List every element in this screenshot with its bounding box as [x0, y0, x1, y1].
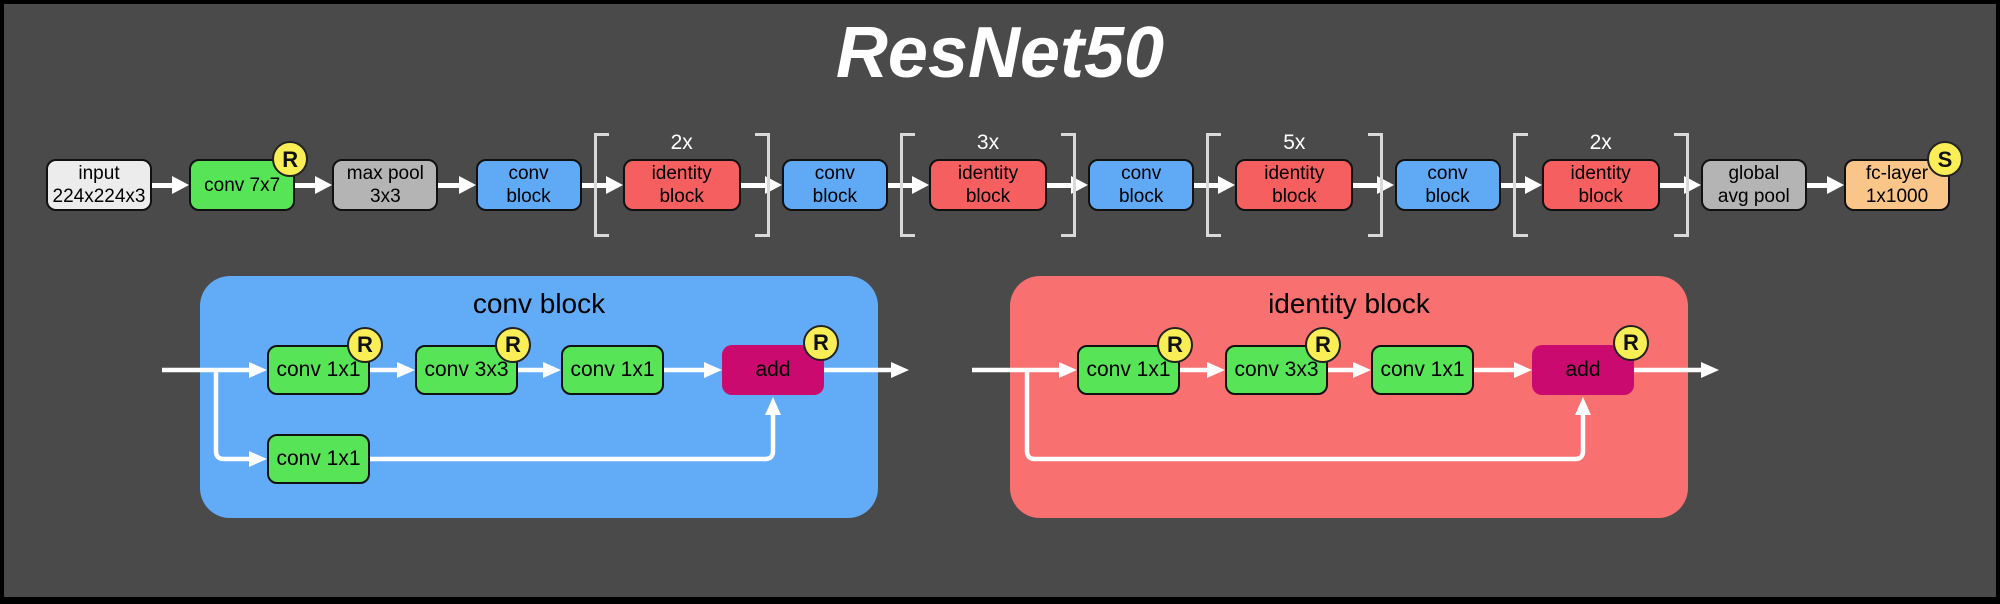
box-label: block — [506, 186, 551, 207]
box-label: conv 3x3 — [1234, 358, 1319, 381]
box-label: conv 1x1 — [1086, 358, 1171, 381]
detail-title: identity block — [1268, 288, 1430, 319]
box-label: conv 1x1 — [570, 358, 655, 381]
detail-box-conv3x3: conv 3x3 R — [1225, 327, 1341, 395]
pipeline-box-maxpool: max pool 3x3 — [332, 159, 439, 211]
detail-box-conv1x1: conv 1x1 R — [267, 327, 383, 395]
box-label: conv — [1121, 163, 1162, 184]
box-label: identity — [651, 163, 712, 184]
repeat-bracket-right-icon — [754, 133, 770, 237]
box-label: identity — [957, 163, 1019, 184]
box-label: conv 3x3 — [424, 358, 509, 381]
box-label: conv — [814, 163, 855, 184]
arrow-right-icon — [1806, 176, 1844, 194]
pipeline-box-conv-block-1: conv block — [475, 159, 582, 211]
box-label: max pool — [346, 163, 424, 184]
repeat-multiplier: 2x — [670, 131, 693, 154]
repeat-bracket-right-icon — [1061, 133, 1077, 237]
pipeline-box-identity-block-2: identity block — [929, 159, 1047, 211]
box-label: block — [1578, 186, 1623, 207]
repeat-group-2x-final: 2x identity block — [1500, 125, 1701, 245]
pipeline-box-identity-block-3: identity block — [1235, 159, 1354, 211]
pipeline-box-conv-block-3: conv block — [1088, 159, 1195, 211]
box-label: block — [1118, 186, 1164, 207]
box-label: block — [659, 186, 704, 207]
detail-box-shortcut-conv1x1: conv 1x1 — [267, 434, 370, 484]
r-badge-icon: R — [495, 327, 531, 363]
box-label: 3x3 — [370, 186, 401, 207]
pipeline-box-conv7x7: conv 7x7 R — [189, 141, 309, 211]
repeat-bracket-right-icon — [1367, 133, 1383, 237]
box-label: block — [812, 186, 858, 207]
identity-block-detail: identity block conv 1x1 R conv 3x3 R con… — [972, 276, 1719, 518]
r-badge-icon: R — [1157, 327, 1193, 363]
box-label: conv 1x1 — [276, 358, 361, 381]
detail-box-add: add R — [722, 325, 839, 395]
diagram-title: ResNet50 — [835, 13, 1165, 93]
pipeline-box-global-avg-pool: global avg pool — [1700, 159, 1807, 211]
r-badge-icon: R — [272, 141, 309, 177]
r-badge-icon: R — [803, 325, 839, 361]
repeat-bracket-left-icon — [1512, 133, 1528, 237]
arrow-right-icon — [438, 176, 476, 194]
box-label: 224x224x3 — [52, 186, 146, 207]
detail-box-conv1x1: conv 1x1 R — [1077, 327, 1193, 395]
pipeline-box-identity-block-1: identity block — [622, 159, 741, 211]
box-label: fc-layer — [1865, 163, 1929, 184]
pipeline-box-fc-layer: fc-layer 1x1000 S — [1844, 141, 1963, 211]
detail-title: conv block — [472, 288, 606, 319]
box-label: 1x1000 — [1865, 186, 1929, 207]
box-label: conv — [1427, 163, 1468, 184]
box-label: conv 1x1 — [1380, 358, 1465, 381]
repeat-multiplier: 5x — [1283, 131, 1306, 154]
box-label: conv — [508, 163, 549, 184]
repeat-multiplier: 3x — [976, 131, 1000, 154]
repeat-group-3x: 3x identity block — [887, 125, 1089, 245]
box-label: input — [78, 163, 120, 184]
box-label: global — [1728, 163, 1780, 184]
detail-box-conv1x1-2: conv 1x1 — [561, 345, 664, 395]
detail-box-add: add R — [1532, 325, 1649, 395]
conv-block-detail: conv block conv 1x1 R conv 3x3 R conv 1x… — [162, 276, 909, 518]
box-label: conv 7x7 — [204, 174, 281, 196]
box-label: block — [965, 186, 1011, 207]
box-label: block — [1272, 186, 1317, 207]
box-label: avg pool — [1717, 186, 1790, 207]
detail-box-conv1x1-2: conv 1x1 — [1371, 345, 1474, 395]
arrow-right-icon — [295, 176, 333, 194]
box-label: conv 1x1 — [276, 447, 361, 470]
repeat-bracket-left-icon — [899, 133, 915, 237]
box-label: block — [1425, 186, 1470, 207]
repeat-multiplier: 2x — [1589, 131, 1612, 154]
r-badge-icon: R — [347, 327, 383, 363]
pipeline-box-input: input 224x224x3 — [46, 159, 152, 211]
box-label: identity — [1264, 163, 1325, 184]
box-label: add — [1565, 358, 1601, 381]
detail-box-conv3x3: conv 3x3 R — [415, 327, 531, 395]
pipeline-box-identity-block-4: identity block — [1541, 159, 1660, 211]
repeat-bracket-left-icon — [593, 133, 609, 237]
repeat-group-2x: 2x identity block — [581, 125, 782, 245]
box-label: add — [755, 358, 791, 381]
pipeline-box-conv-block-4: conv block — [1394, 159, 1501, 211]
pipeline-box-conv-block-2: conv block — [781, 159, 888, 211]
box-label: identity — [1570, 163, 1631, 184]
repeat-group-5x: 5x identity block — [1194, 125, 1395, 245]
repeat-bracket-left-icon — [1206, 133, 1222, 237]
repeat-bracket-right-icon — [1673, 133, 1689, 237]
s-badge-icon: S — [1927, 141, 1963, 177]
r-badge-icon: R — [1613, 325, 1649, 361]
arrow-right-icon — [152, 176, 190, 194]
pipeline-row: input 224x224x3 conv 7x7 R max pool 3x3 … — [46, 125, 1963, 245]
r-badge-icon: R — [1305, 327, 1341, 363]
